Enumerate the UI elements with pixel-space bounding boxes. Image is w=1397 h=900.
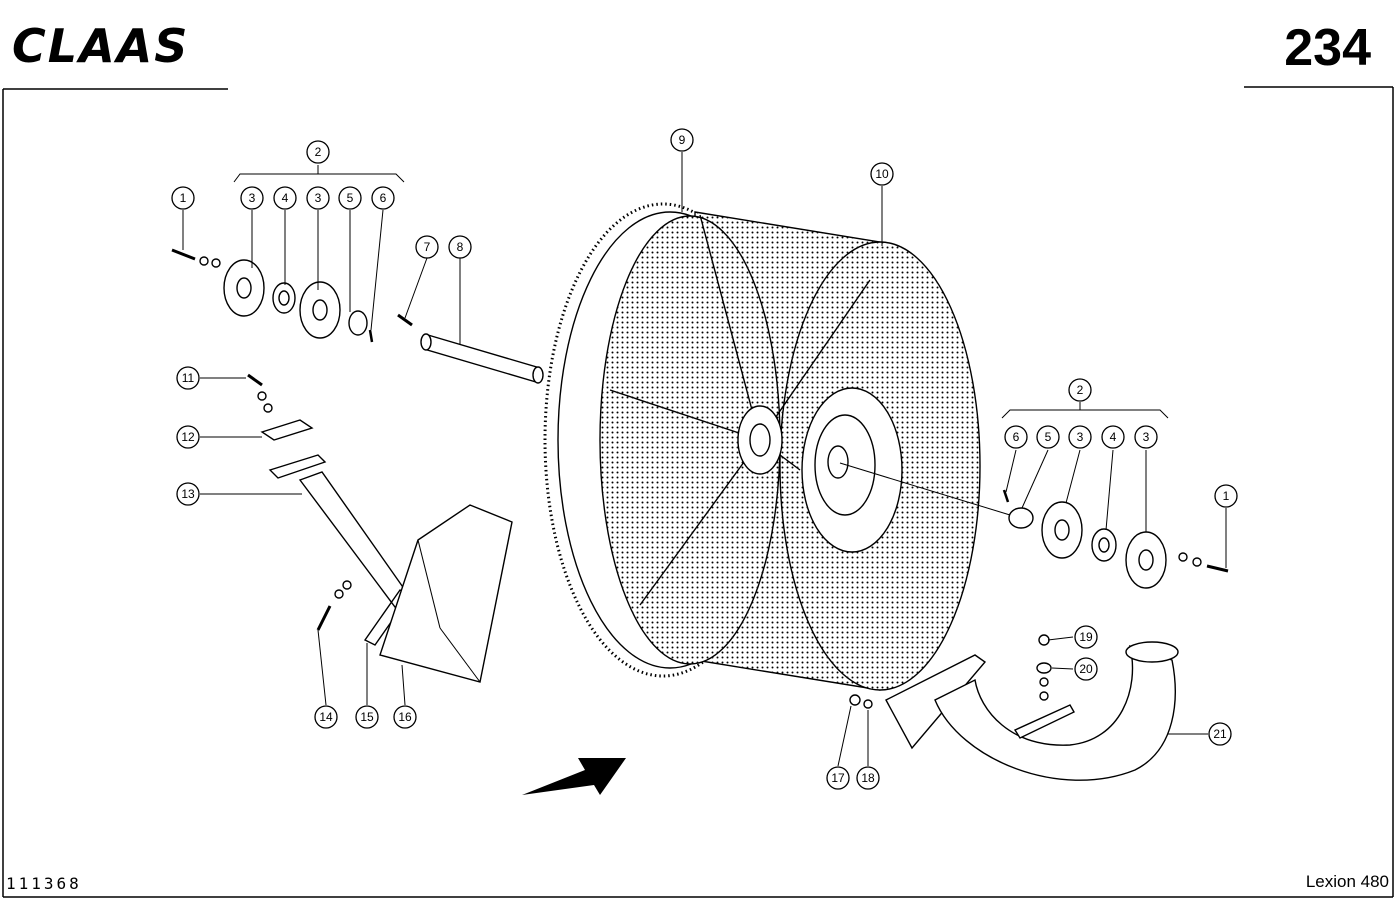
page-number: 234 <box>1284 19 1371 77</box>
callout-17: 17 <box>826 766 850 790</box>
callout-19: 19 <box>1074 625 1098 649</box>
direction-arrow-icon <box>522 758 626 795</box>
svg-text:16: 16 <box>398 710 412 724</box>
callout-3a-right: 3 <box>1068 425 1092 449</box>
bracket-assembly <box>247 373 513 683</box>
callout-5-left: 5 <box>338 186 362 210</box>
callout-1-left: 1 <box>171 186 195 210</box>
svg-text:3: 3 <box>1077 430 1084 444</box>
svg-text:12: 12 <box>181 430 195 444</box>
callout-7: 7 <box>415 235 439 259</box>
document-code: 111368 <box>6 874 82 893</box>
svg-text:18: 18 <box>861 771 875 785</box>
callout-2-left: 2 <box>306 140 330 164</box>
svg-text:7: 7 <box>424 240 431 254</box>
svg-text:10: 10 <box>875 167 889 181</box>
svg-text:2: 2 <box>1077 383 1084 397</box>
shaft-part-8 <box>420 333 544 384</box>
callout-11: 11 <box>176 366 200 390</box>
svg-text:9: 9 <box>679 133 686 147</box>
callout-2-right: 2 <box>1068 378 1092 402</box>
svg-text:21: 21 <box>1213 727 1227 741</box>
svg-text:6: 6 <box>380 191 387 205</box>
svg-text:17: 17 <box>831 771 845 785</box>
callout-12: 12 <box>176 425 200 449</box>
callout-1-right: 1 <box>1214 484 1238 508</box>
drum-assembly <box>543 202 1011 691</box>
svg-text:2: 2 <box>315 145 322 159</box>
svg-text:4: 4 <box>1110 430 1117 444</box>
svg-text:3: 3 <box>249 191 256 205</box>
right-bearing-group <box>1002 489 1229 589</box>
svg-text:19: 19 <box>1079 630 1093 644</box>
duct-assembly <box>849 634 1179 781</box>
callout-13: 13 <box>176 482 200 506</box>
callout-4-right: 4 <box>1101 425 1125 449</box>
brand-logo: CLAAS <box>12 19 189 70</box>
callout-9: 9 <box>670 128 694 152</box>
svg-text:14: 14 <box>319 710 333 724</box>
callout-6-left: 6 <box>371 186 395 210</box>
svg-text:8: 8 <box>457 240 464 254</box>
callout-10: 10 <box>870 162 894 186</box>
leader-lines <box>182 152 1227 767</box>
svg-text:5: 5 <box>1045 430 1052 444</box>
drum-rear-flange <box>801 387 903 553</box>
callout-18: 18 <box>856 766 880 790</box>
svg-text:3: 3 <box>315 191 322 205</box>
axle-centerline-right <box>839 462 1011 516</box>
callout-3b-right: 3 <box>1134 425 1158 449</box>
machine-model: Lexion 480 <box>1305 872 1389 891</box>
callout-14: 14 <box>314 705 338 729</box>
svg-text:11: 11 <box>182 371 195 385</box>
svg-text:6: 6 <box>1013 430 1020 444</box>
svg-text:1: 1 <box>180 191 187 205</box>
svg-text:3: 3 <box>1143 430 1150 444</box>
svg-text:15: 15 <box>360 710 374 724</box>
page-frame <box>2 86 1394 898</box>
callout-16: 16 <box>393 705 417 729</box>
svg-text:1: 1 <box>1223 489 1230 503</box>
svg-text:5: 5 <box>347 191 354 205</box>
brand-logo-text: CLAAS <box>12 19 189 70</box>
callout-3a-left: 3 <box>240 186 264 210</box>
callout-3b-left: 3 <box>306 186 330 210</box>
left-bearing-group <box>171 248 374 343</box>
callout-20: 20 <box>1074 657 1098 681</box>
guard-plate-part-16 <box>379 504 513 683</box>
drum-hub <box>737 405 783 475</box>
callout-5-right: 5 <box>1036 425 1060 449</box>
svg-text:13: 13 <box>181 487 195 501</box>
svg-text:20: 20 <box>1079 662 1093 676</box>
callout-4-left: 4 <box>273 186 297 210</box>
svg-text:4: 4 <box>282 191 289 205</box>
callout-6-right: 6 <box>1004 425 1028 449</box>
pin-part-7 <box>397 313 413 327</box>
callout-15: 15 <box>355 705 379 729</box>
callout-21: 21 <box>1208 722 1232 746</box>
callout-8: 8 <box>448 235 472 259</box>
